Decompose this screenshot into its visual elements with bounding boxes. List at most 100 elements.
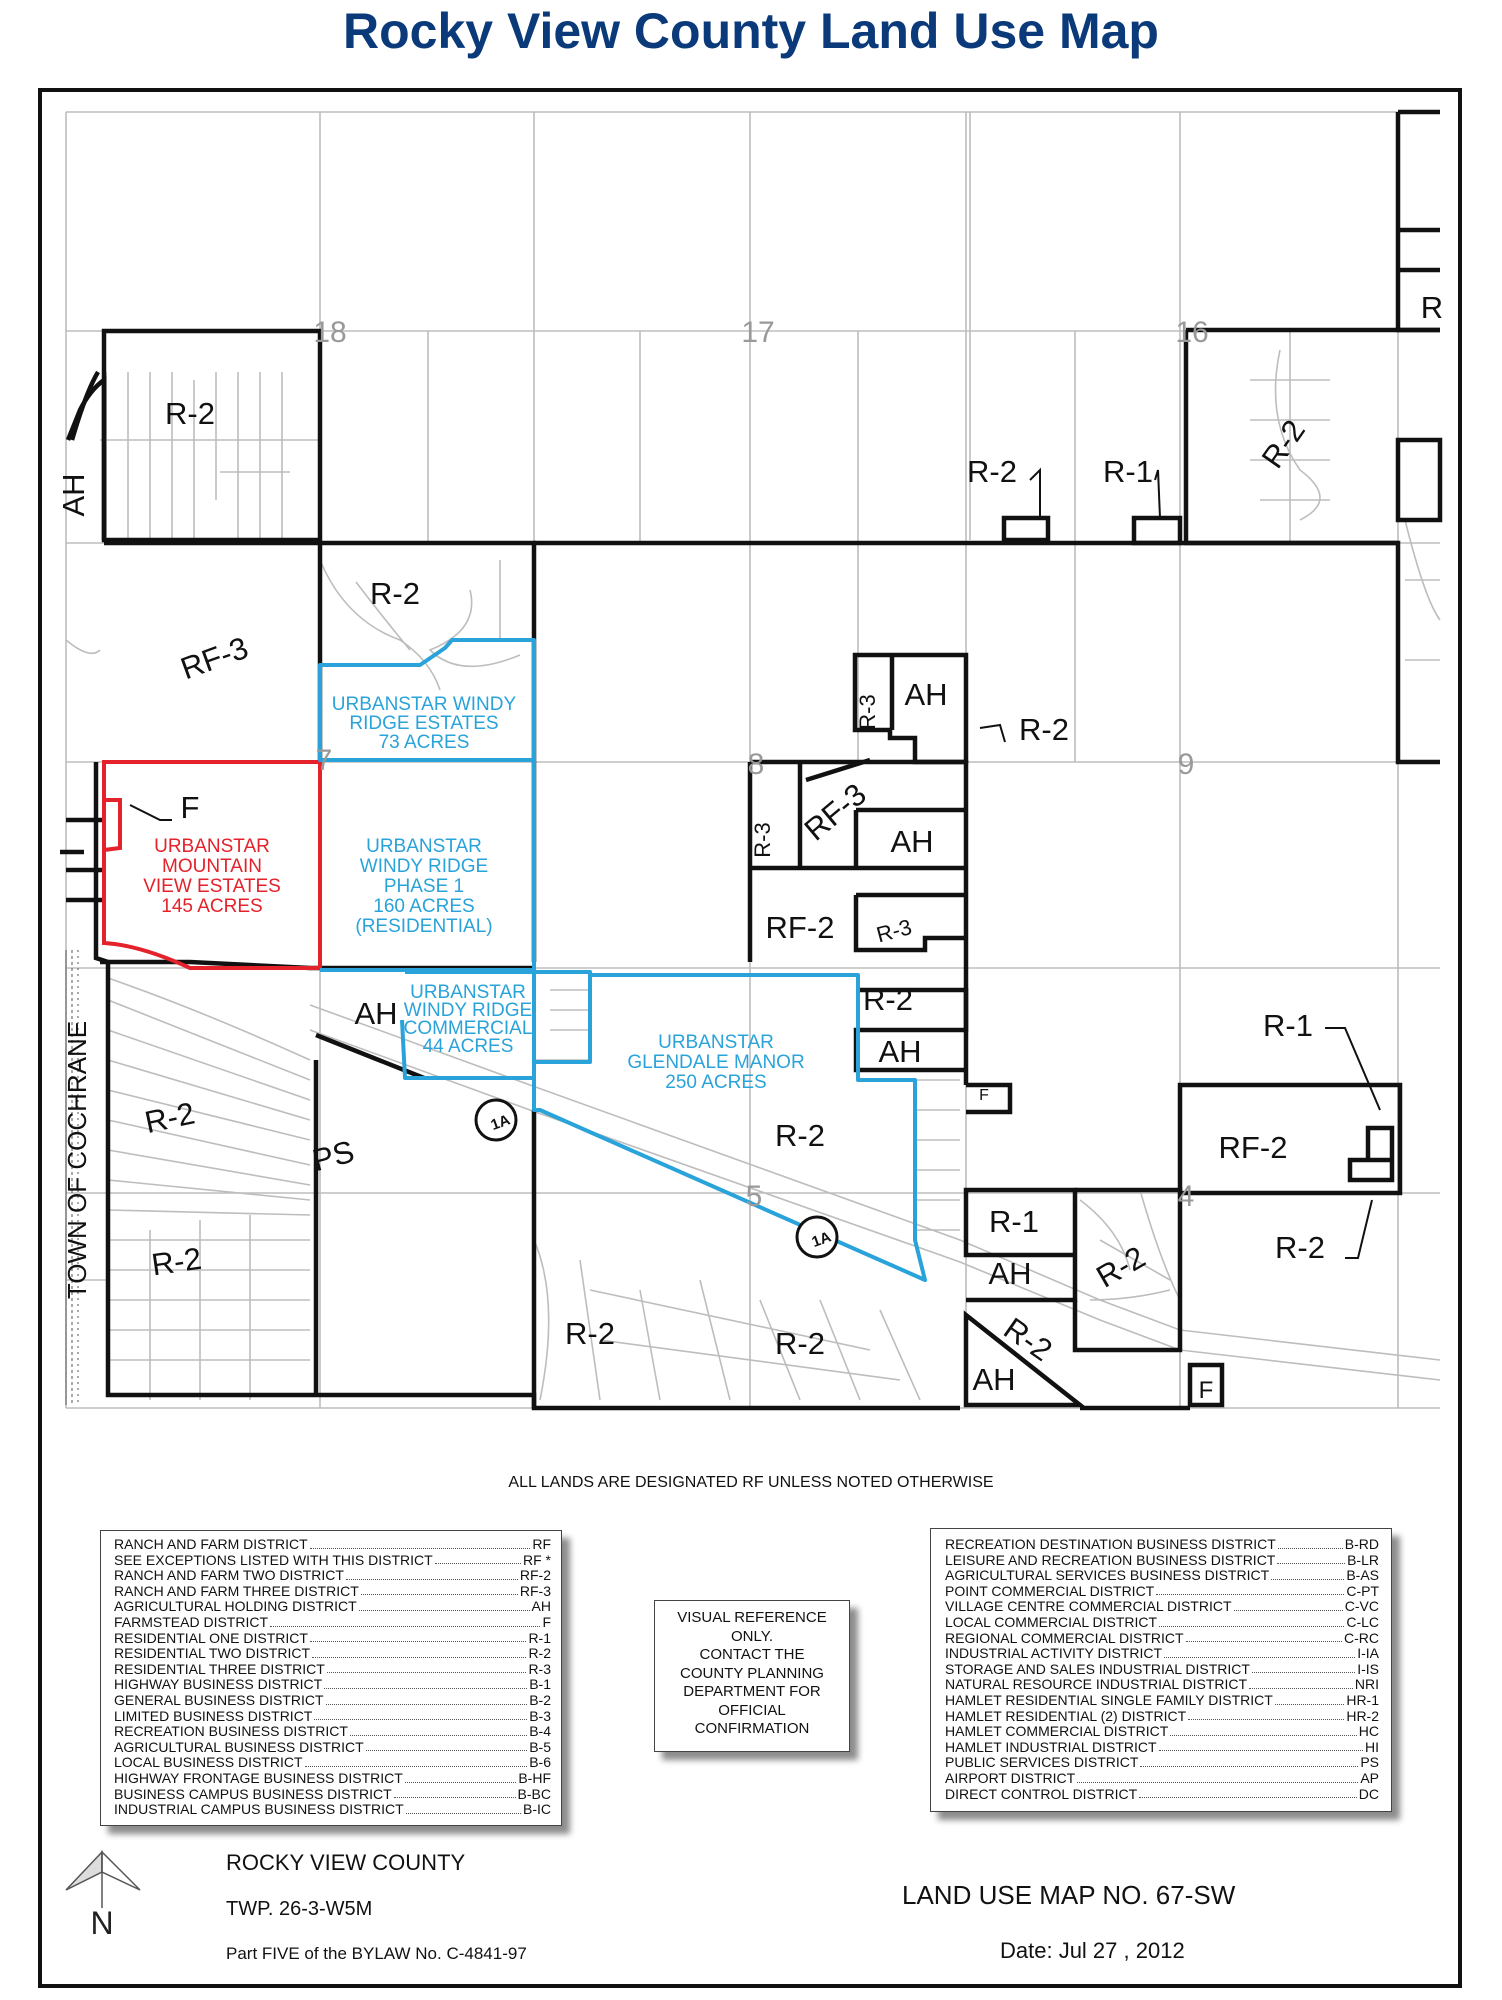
- visual-reference-line: ONLY.: [731, 1627, 773, 1645]
- legend-district-name: LEISURE AND RECREATION BUSINESS DISTRICT: [945, 1552, 1276, 1568]
- legend-district-code: HR-1: [1346, 1692, 1379, 1708]
- zone-label-r2: R-2: [1255, 413, 1312, 474]
- legend-leader-dots: [1277, 1553, 1346, 1565]
- legend-district-code: R-3: [528, 1661, 551, 1677]
- legend-district-code: RF-3: [519, 1583, 551, 1599]
- legend-district-code: C-RC: [1344, 1630, 1379, 1646]
- legend-district-name: NATURAL RESOURCE INDUSTRIAL DISTRICT: [945, 1677, 1248, 1693]
- legend-district-name: HAMLET COMMERCIAL DISTRICT: [945, 1724, 1169, 1740]
- zone-label-ah: AH: [988, 1256, 1031, 1291]
- legend-district-name: RANCH AND FARM TWO DISTRICT: [114, 1568, 344, 1584]
- legend-district-name: RECREATION DESTINATION BUSINESS DISTRICT: [945, 1537, 1276, 1552]
- section-number: 16: [1175, 316, 1208, 349]
- legend-row: RESIDENTIAL THREE DISTRICT R-3: [114, 1662, 551, 1678]
- zone-label-f: F: [979, 1087, 989, 1104]
- legend-district-code: B-2: [529, 1692, 551, 1708]
- legend-row: RANCH AND FARM TWO DISTRICT RF-2: [114, 1568, 551, 1584]
- town-of-cochrane-label: TOWN OF COCHRANE: [62, 1021, 92, 1299]
- zone-label-r2: R-2: [142, 1095, 198, 1140]
- legend-district-code: RF-2: [519, 1568, 551, 1584]
- highway-label: 1A: [489, 1111, 513, 1134]
- north-label: N: [90, 1905, 113, 1941]
- legend-leader-dots: [1164, 1646, 1356, 1658]
- visual-reference-line: VISUAL REFERENCE: [677, 1609, 827, 1626]
- legend-district-name: AGRICULTURAL BUSINESS DISTRICT: [114, 1739, 364, 1755]
- legend-district-name: GENERAL BUSINESS DISTRICT: [114, 1692, 324, 1708]
- legend-leader-dots: [1249, 1677, 1353, 1689]
- legend-leader-dots: [270, 1615, 541, 1627]
- map-date: Date: Jul 27 , 2012: [1000, 1938, 1185, 1963]
- legend-district-code: RF *: [523, 1552, 551, 1568]
- legend-row: PUBLIC SERVICES DISTRICT PS: [945, 1755, 1379, 1771]
- glendale-manor-label: URBANSTAR: [658, 1032, 774, 1053]
- legend-leader-dots: [404, 1771, 517, 1783]
- legend-district-name: HIGHWAY FRONTAGE BUSINESS DISTRICT: [114, 1770, 403, 1786]
- zone-label-r2: R-2: [775, 1118, 825, 1153]
- legend-district-name: RESIDENTIAL THREE DISTRICT: [114, 1661, 325, 1677]
- legend-district-name: AGRICULTURAL SERVICES BUSINESS DISTRICT: [945, 1568, 1270, 1584]
- zone-label-ah: AH: [904, 677, 947, 712]
- map-number: LAND USE MAP NO. 67-SW: [902, 1880, 1236, 1910]
- mountain-view-label: URBANSTAR: [154, 836, 270, 857]
- legend-district-name: PUBLIC SERVICES DISTRICT: [945, 1755, 1139, 1771]
- legend-district-code: B-LR: [1347, 1552, 1379, 1568]
- legend-district-code: B-AS: [1346, 1568, 1379, 1584]
- zone-label-r3: R-3: [855, 694, 880, 729]
- section-number: 5: [746, 1180, 763, 1213]
- zone-label-ah: AH: [972, 1362, 1015, 1397]
- legend-district-code: PS: [1360, 1755, 1379, 1771]
- legend-leader-dots: [1170, 1724, 1357, 1736]
- visual-reference-line: CONTACT THE: [699, 1646, 805, 1663]
- windy-ridge-phase1-label: URBANSTAR: [366, 836, 482, 857]
- legend-district-name: RESIDENTIAL ONE DISTRICT: [114, 1630, 308, 1646]
- legend-district-code: B-5: [529, 1739, 551, 1755]
- legend-district-name: FARMSTEAD DISTRICT: [114, 1614, 269, 1630]
- legend-district-code: C-PT: [1346, 1583, 1379, 1599]
- mountain-view-label: VIEW ESTATES: [143, 876, 281, 897]
- legend-district-name: BUSINESS CAMPUS BUSINESS DISTRICT: [114, 1786, 392, 1802]
- legend-district-name: RANCH AND FARM THREE DISTRICT: [114, 1583, 359, 1599]
- legend-district-name: VILLAGE CENTRE COMMERCIAL DISTRICT: [945, 1599, 1232, 1615]
- legend-leader-dots: [1274, 1693, 1345, 1705]
- legend-row: INDUSTRIAL ACTIVITY DISTRICT I-IA: [945, 1646, 1379, 1662]
- zone-label-r2: R-2: [165, 396, 215, 431]
- legend-district-code: HI: [1365, 1739, 1379, 1755]
- glendale-manor-label: 250 ACRES: [665, 1072, 766, 1093]
- section-number: 4: [1178, 1180, 1195, 1213]
- legend-leader-dots: [358, 1599, 530, 1611]
- mountain-view-label: 145 ACRES: [161, 896, 262, 917]
- legend-district-name: LIMITED BUSINESS DISTRICT: [114, 1708, 313, 1724]
- legend-district-code: DC: [1358, 1786, 1379, 1802]
- windy-ridge-commercial-label: COMMERCIAL: [404, 1018, 533, 1039]
- windy-ridge-phase1-label: WINDY RIDGE: [360, 856, 488, 877]
- urbanstar-boundaries: [318, 638, 927, 1282]
- legend-leader-dots: [1185, 1631, 1342, 1643]
- legend-district-name: POINT COMMERCIAL DISTRICT: [945, 1583, 1155, 1599]
- legend-district-code: I-IA: [1357, 1646, 1379, 1662]
- legend-district-code: HR-2: [1346, 1708, 1379, 1724]
- zone-label-r1: R-1: [1263, 1008, 1313, 1043]
- county-name: ROCKY VIEW COUNTY: [226, 1850, 466, 1875]
- legend-leader-dots: [309, 1631, 527, 1643]
- legend-leader-dots: [1188, 1709, 1345, 1721]
- zone-label-r1: R-1: [1103, 454, 1153, 489]
- legend-district-name: LOCAL BUSINESS DISTRICT: [114, 1755, 303, 1771]
- legend-district-name: INDUSTRIAL ACTIVITY DISTRICT: [945, 1646, 1163, 1662]
- legend-district-code: B-IC: [523, 1802, 551, 1818]
